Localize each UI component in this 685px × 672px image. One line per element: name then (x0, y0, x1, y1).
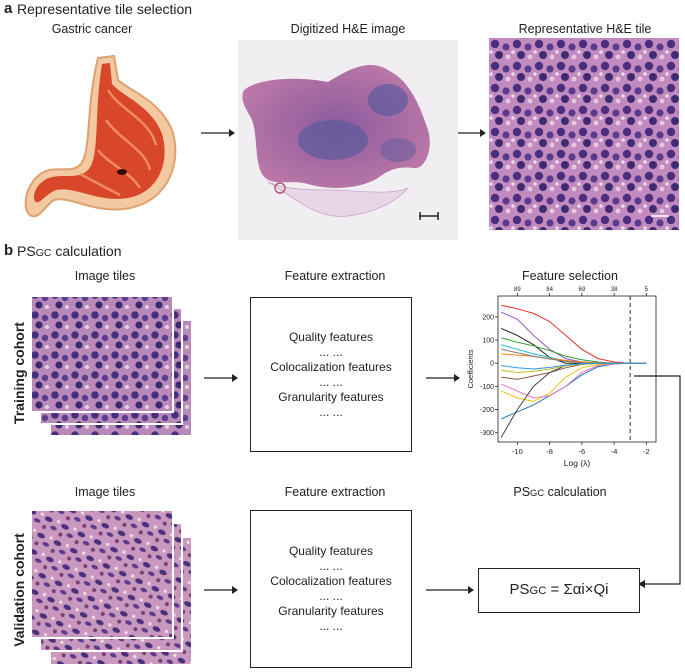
y-tick-label: 200 (482, 314, 494, 321)
caption-digitized-image: Digitized H&E image (290, 22, 406, 36)
panel-a-letter: a (4, 0, 13, 17)
coefficient-path-0 (501, 304, 647, 364)
validation-extraction-caption: Feature extraction (284, 485, 386, 499)
validation-feature-box: Quality features ... ... Colocalization … (250, 510, 412, 668)
arrow-a1 (201, 129, 235, 137)
stomach-illustration (24, 54, 177, 218)
training-image-tiles (30, 295, 193, 437)
feature-ellipsis: ... ... (319, 589, 343, 603)
psgc-calculation-caption: PSGC calculation (513, 485, 607, 499)
validation-image-tiles (30, 509, 193, 666)
y-tick-label: -100 (480, 384, 494, 391)
feature-ellipsis: ... ... (319, 374, 343, 389)
x-tick-label: -6 (579, 447, 586, 456)
arrow-b3 (204, 586, 238, 594)
y-axis-label: Coefficients (466, 349, 475, 388)
top-tick-label: 84 (546, 287, 553, 293)
top-tick-label: 38 (611, 287, 618, 293)
representative-he-tile (489, 38, 679, 230)
tumor-icon (117, 169, 127, 175)
arrow-b2 (426, 374, 460, 382)
x-tick-label: -2 (643, 447, 650, 456)
feature-quality: Quality features (288, 329, 374, 344)
caption-gastric-cancer: Gastric cancer (51, 22, 133, 36)
y-tick-label: 0 (490, 361, 494, 368)
feature-colocalization: Colocalization features (270, 574, 392, 588)
caption-representative-tile: Representative H&E tile (518, 22, 652, 36)
feature-ellipsis: ... ... (319, 619, 343, 633)
feature-ellipsis: ... ... (319, 344, 343, 359)
x-tick-label: -8 (546, 447, 553, 456)
arrow-b4 (426, 586, 474, 594)
validation-cohort-label: Validation cohort (11, 533, 27, 647)
x-tick-label: -10 (512, 447, 523, 456)
feature-selection-caption: Feature selection (522, 269, 618, 283)
training-feature-box: Quality features ... ... Colocalization … (250, 297, 412, 452)
training-tiles-caption: Image tiles (74, 269, 136, 283)
y-tick-label: 100 (482, 338, 494, 345)
training-cohort-label: Training cohort (11, 322, 27, 424)
plot-frame (497, 295, 657, 443)
feature-quality: Quality features (288, 544, 374, 558)
arrow-b1 (204, 374, 238, 382)
digitized-he-image (238, 40, 458, 240)
feature-ellipsis: ... ... (319, 404, 343, 419)
connector-arrow (634, 375, 681, 588)
top-tick-label: 69 (578, 287, 585, 293)
psgc-formula-box: PSGC = Σαi×Qi (478, 568, 640, 613)
feature-ellipsis: ... ... (319, 559, 343, 573)
lasso-coefficient-chart: -10 -8 -6 -4 -2 -300 -200 -100 0 100 200 89 84 69 38 5L… (466, 287, 657, 468)
top-tick-label: 5 (645, 287, 649, 293)
x-axis-label: Log (λ) (564, 458, 591, 468)
validation-tiles-caption: Image tiles (74, 485, 136, 499)
x-tick-label: -4 (611, 447, 618, 456)
panel-a-title: Representative tile selection (17, 1, 193, 17)
feature-granularity: Granularity features (278, 604, 384, 618)
feature-colocalization: Colocalization features (270, 359, 392, 374)
training-extraction-caption: Feature extraction (284, 269, 386, 283)
psgc-formula: PSGC = Σαi×Qi (509, 581, 609, 598)
feature-granularity: Granularity features (278, 389, 384, 404)
panel-b-title: PSGC calculation (17, 243, 122, 259)
y-tick-label: -300 (480, 430, 494, 437)
top-tick-label: 89 (514, 287, 521, 293)
y-tick-label: -200 (480, 407, 494, 414)
panel-b-letter: b (4, 242, 14, 259)
coefficient-path-13 (501, 362, 647, 370)
